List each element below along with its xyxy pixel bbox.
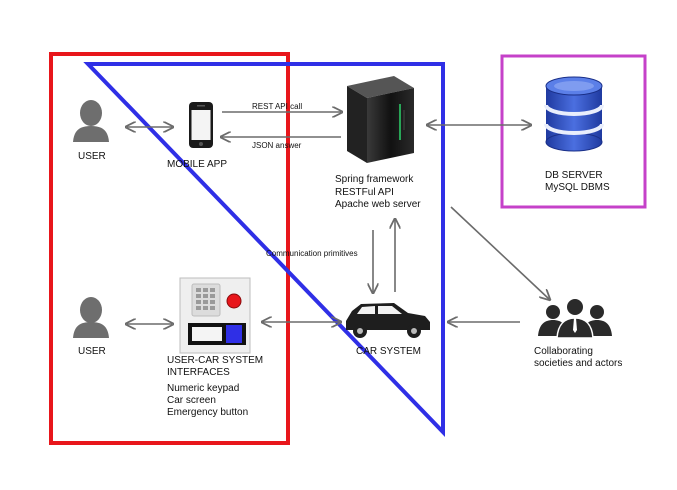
server-label-line-3: Apache web server xyxy=(335,199,421,210)
db-server-label: DB SERVER MySQL DBMS xyxy=(545,170,610,194)
interfaces-line-2: INTERFACES xyxy=(167,367,230,378)
interfaces-line-1: USER-CAR SYSTEM xyxy=(167,355,264,366)
collaborating-line-2: societies and actors xyxy=(534,358,623,369)
rest-api-call-label: REST API call xyxy=(252,102,303,111)
server-label-line-1: Spring framework xyxy=(335,174,414,185)
blue-region-triangle xyxy=(83,62,445,437)
interfaces-line-3: Numeric keypad xyxy=(167,383,240,394)
user-bottom-label: USER xyxy=(78,346,106,357)
json-answer-label: JSON answer xyxy=(252,141,302,150)
collaborating-line-1: Collaborating xyxy=(534,346,593,357)
server-label-line-2: RESTFul API xyxy=(335,186,394,198)
car-system-label: CAR SYSTEM xyxy=(356,346,422,357)
communication-primitives-label: Communication primitives xyxy=(266,249,358,258)
server-label: Spring framework RESTFul API Apache web … xyxy=(335,174,421,212)
keypad-panel-icon xyxy=(179,277,251,354)
mobile-app-label: MOBILE APP xyxy=(167,159,228,170)
user-top-label: USER xyxy=(78,151,106,162)
arrow-server-collaborating xyxy=(450,206,549,299)
interfaces-line-4: Car screen xyxy=(167,395,216,406)
user-silhouette-icon xyxy=(73,100,109,142)
collaborating-label: Collaborating societies and actors xyxy=(534,346,622,370)
db-server-label-line-1: DB SERVER xyxy=(545,170,603,181)
people-group-icon xyxy=(538,299,612,339)
car-icon xyxy=(346,303,430,338)
user-car-interfaces-label: USER-CAR SYSTEM INTERFACES Numeric keypa… xyxy=(167,355,263,419)
smartphone-icon xyxy=(189,102,213,148)
database-icon xyxy=(544,76,604,152)
user-silhouette-icon xyxy=(73,297,109,338)
magenta-region-box xyxy=(500,54,647,209)
red-region-box xyxy=(49,52,290,445)
db-server-label-line-2: MySQL DBMS xyxy=(545,182,610,193)
interfaces-line-5: Emergency button xyxy=(167,407,249,418)
server-tower-icon xyxy=(347,76,414,163)
